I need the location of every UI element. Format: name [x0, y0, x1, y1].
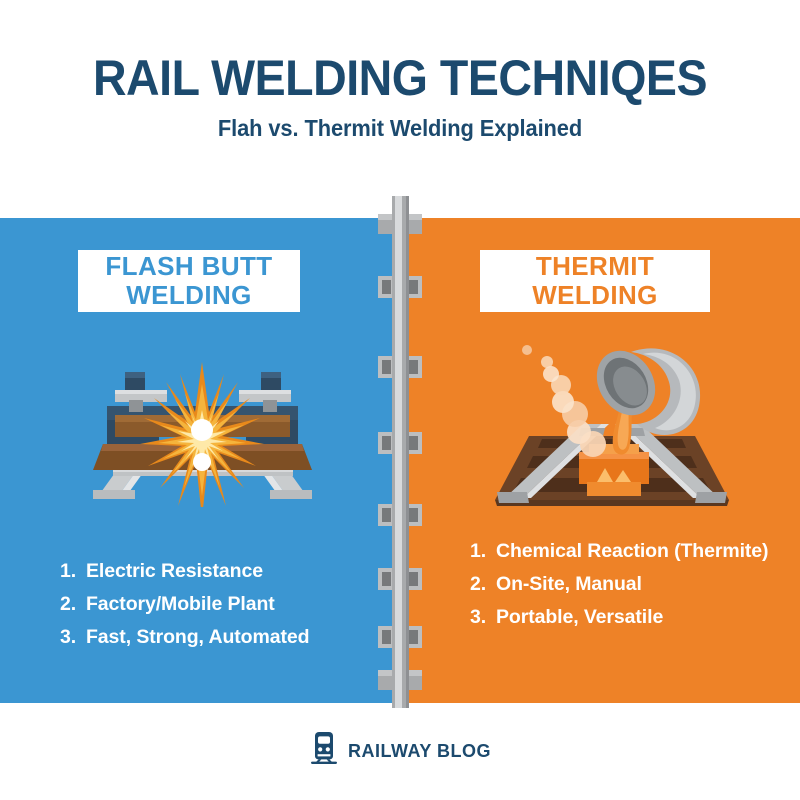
list-item: 3. Fast, Strong, Automated — [60, 626, 360, 650]
footer-logo: RAILWAY BLOG — [0, 727, 800, 775]
list-item-label: Portable, Versatile — [496, 605, 664, 628]
feature-list-flash-butt: 1. Electric Resistance 2. Factory/Mobile… — [60, 560, 360, 658]
page-title: RAIL WELDING TECHNIQES — [92, 50, 708, 106]
list-item-label: Fast, Strong, Automated — [86, 625, 310, 648]
list-item: 1. Chemical Reaction (Thermite) — [470, 540, 770, 564]
list-item: 2. On-Site, Manual — [470, 573, 770, 597]
list-item-number: 1. — [470, 540, 487, 562]
train-icon — [309, 731, 339, 771]
list-item: 3. Portable, Versatile — [470, 606, 770, 630]
list-item-number: 1. — [60, 560, 77, 582]
feature-list-thermit: 1. Chemical Reaction (Thermite) 2. On-Si… — [470, 540, 770, 638]
list-item-number: 2. — [470, 572, 487, 595]
flash-butt-welding-illustration — [85, 352, 320, 518]
label-thermit-welding: THERMIT WELDING — [480, 250, 710, 312]
page-subtitle: Flah vs. Thermit Welding Explained — [217, 115, 583, 141]
label-thermit-line2: WELDING — [532, 280, 658, 310]
logo-text: RAILWAY BLOG — [347, 740, 492, 761]
list-item-label: Factory/Mobile Plant — [86, 592, 275, 615]
list-item-label: Electric Resistance — [86, 560, 263, 582]
smoke-plume — [522, 345, 606, 457]
label-flash-butt-welding: FLASH BUTT WELDING — [78, 250, 300, 312]
list-item: 1. Electric Resistance — [60, 560, 360, 584]
crucible — [596, 348, 701, 436]
list-item-number: 3. — [60, 625, 77, 648]
rail-plate-pairs — [378, 276, 422, 648]
label-thermit-line1: THERMIT — [535, 250, 655, 281]
thermit-welding-illustration — [483, 340, 741, 508]
list-item-label: Chemical Reaction (Thermite) — [496, 540, 769, 562]
label-flash-line2: WELDING — [126, 280, 252, 310]
label-flash-line1: FLASH BUTT — [105, 250, 273, 281]
list-item: 2. Factory/Mobile Plant — [60, 593, 360, 617]
list-item-number: 3. — [470, 605, 487, 628]
vertical-rail-divider — [374, 196, 426, 708]
header: RAIL WELDING TECHNIQES Flah vs. Thermit … — [0, 0, 800, 218]
list-item-label: On-Site, Manual — [496, 572, 642, 595]
weld-spark-burst — [140, 362, 264, 518]
list-item-number: 2. — [60, 592, 77, 615]
